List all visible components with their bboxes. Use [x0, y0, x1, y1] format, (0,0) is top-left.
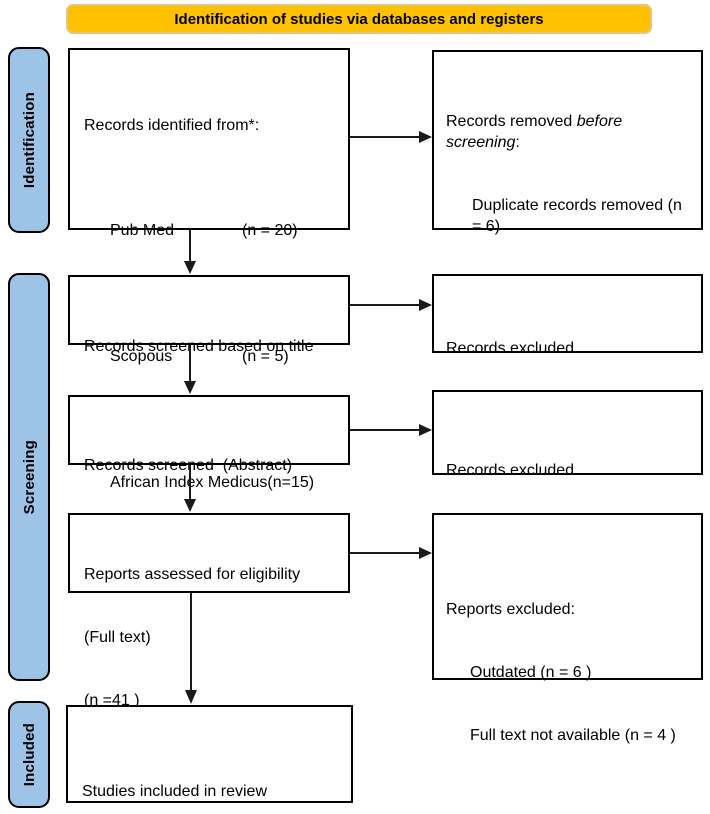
records-excluded-abstract-line1: Records excluded [446, 462, 575, 479]
source-name: Scopous [110, 348, 173, 365]
studies-included-line1: Studies included in review [82, 783, 267, 800]
reports-assessed-line2: (Full text) [84, 629, 151, 646]
records-removed-title: Records removed before screening: [446, 111, 695, 153]
records-screened-title-box: Records screened based on title (n = 50 … [68, 275, 350, 418]
records-excluded-abstract-box: Records excluded (n = 4 ) [432, 390, 703, 542]
phase-included-label: Included [20, 722, 38, 787]
source-row: Scopous (n = 5) [110, 346, 342, 367]
phase-included: Included [8, 701, 50, 808]
source-row: Pub Med (n = 20) [110, 220, 342, 241]
records-removed-title-suffix: : [515, 134, 520, 151]
source-count: (n = 20) [242, 222, 298, 239]
reports-excluded-box: Reports excluded: Outdated (n = 6 ) Full… [432, 513, 703, 744]
source-name: African Index Medicus [110, 474, 268, 491]
reports-excluded-title: Reports excluded: [446, 601, 575, 618]
phase-screening: Screening [8, 273, 50, 681]
studies-included-box: Studies included in review (n = 31 ) [66, 705, 353, 803]
phase-screening-label: Screening [20, 439, 38, 515]
records-removed-box: Records removed before screening: Duplica… [432, 50, 703, 340]
source-name: Pub Med [110, 222, 175, 239]
reports-assessed-box: Reports assessed for eligibility (Full t… [68, 513, 350, 709]
records-excluded-title-box: Records excluded (n =5 ) [432, 274, 703, 420]
records-identified-box: Records identified from*: Pub Med (n = 2… [68, 48, 350, 554]
records-removed-title-italic1: before [576, 113, 623, 130]
reports-assessed-line3: (n =41 ) [84, 692, 140, 709]
phase-identification: Identification [8, 47, 50, 233]
source-row: African Index Medicus (n=15) [110, 472, 342, 493]
source-count: (n=15) [267, 474, 315, 491]
records-removed-title-regular: Records removed [446, 113, 577, 130]
records-screened-abstract-box: Records screened (Abstract) (n = 45 ) [68, 395, 350, 537]
reports-excluded-item: Full text not available (n = 4 ) [470, 727, 676, 744]
records-removed-title-italic2: screening [446, 134, 516, 151]
phase-identification-label: Identification [20, 91, 38, 189]
reports-excluded-item: Outdated (n = 6 ) [470, 664, 592, 681]
arrowhead-right-icon [419, 299, 432, 311]
arrowhead-right-icon [419, 131, 432, 143]
records-excluded-title-line1: Records excluded [446, 340, 575, 357]
records-identified-title: Records identified from*: [84, 117, 260, 134]
arrowhead-right-icon [419, 424, 432, 436]
source-count: (n = 5) [242, 348, 289, 365]
records-removed-item: Duplicate records removed (n = 6) [472, 197, 687, 235]
reports-assessed-line1: Reports assessed for eligibility [84, 566, 301, 583]
arrowhead-right-icon [419, 547, 432, 559]
diagram-title-banner: Identification of studies via databases … [66, 4, 652, 34]
diagram-title: Identification of studies via databases … [174, 10, 544, 28]
records-screened-title-line1: Records screened based on title [84, 338, 314, 355]
records-screened-abstract-line1: Records screened (Abstract) [84, 457, 293, 474]
